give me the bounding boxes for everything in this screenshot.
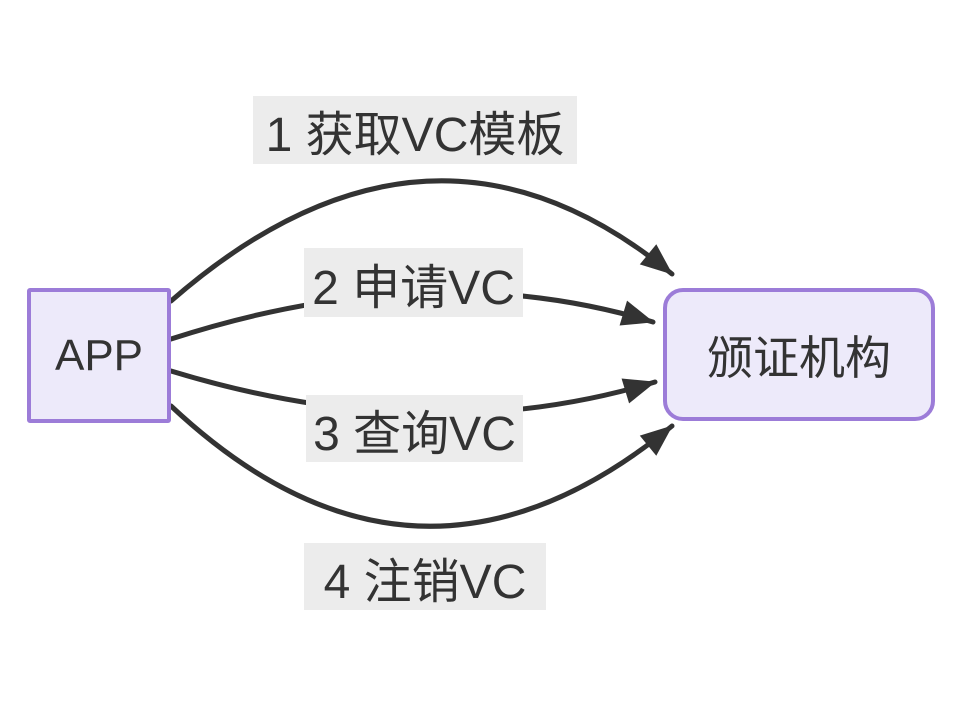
edge-label-text: 3 查询VC <box>313 407 516 461</box>
edge-label-query-vc: 3 查询VC <box>306 395 523 462</box>
edge-arrow-1-get-vc-template <box>168 178 675 304</box>
edge-label-revoke-vc: 4 注销VC <box>304 543 546 610</box>
edge-label-text: 2 申请VC <box>312 261 515 315</box>
node-app: APP <box>27 288 171 423</box>
node-certification-authority-label: 颁证机构 <box>707 331 891 384</box>
node-app-label: APP <box>54 330 144 380</box>
edge-label-text: 4 注销VC <box>323 555 527 609</box>
node-certification-authority: 颁证机构 <box>663 288 935 421</box>
edge-label-get-vc-template: 1 获取VC模板 <box>253 96 577 164</box>
edge-arrow-4-revoke-vc <box>168 403 675 529</box>
edge-label-text: 1 获取VC模板 <box>265 109 565 162</box>
edge-label-apply-vc: 2 申请VC <box>304 248 523 317</box>
